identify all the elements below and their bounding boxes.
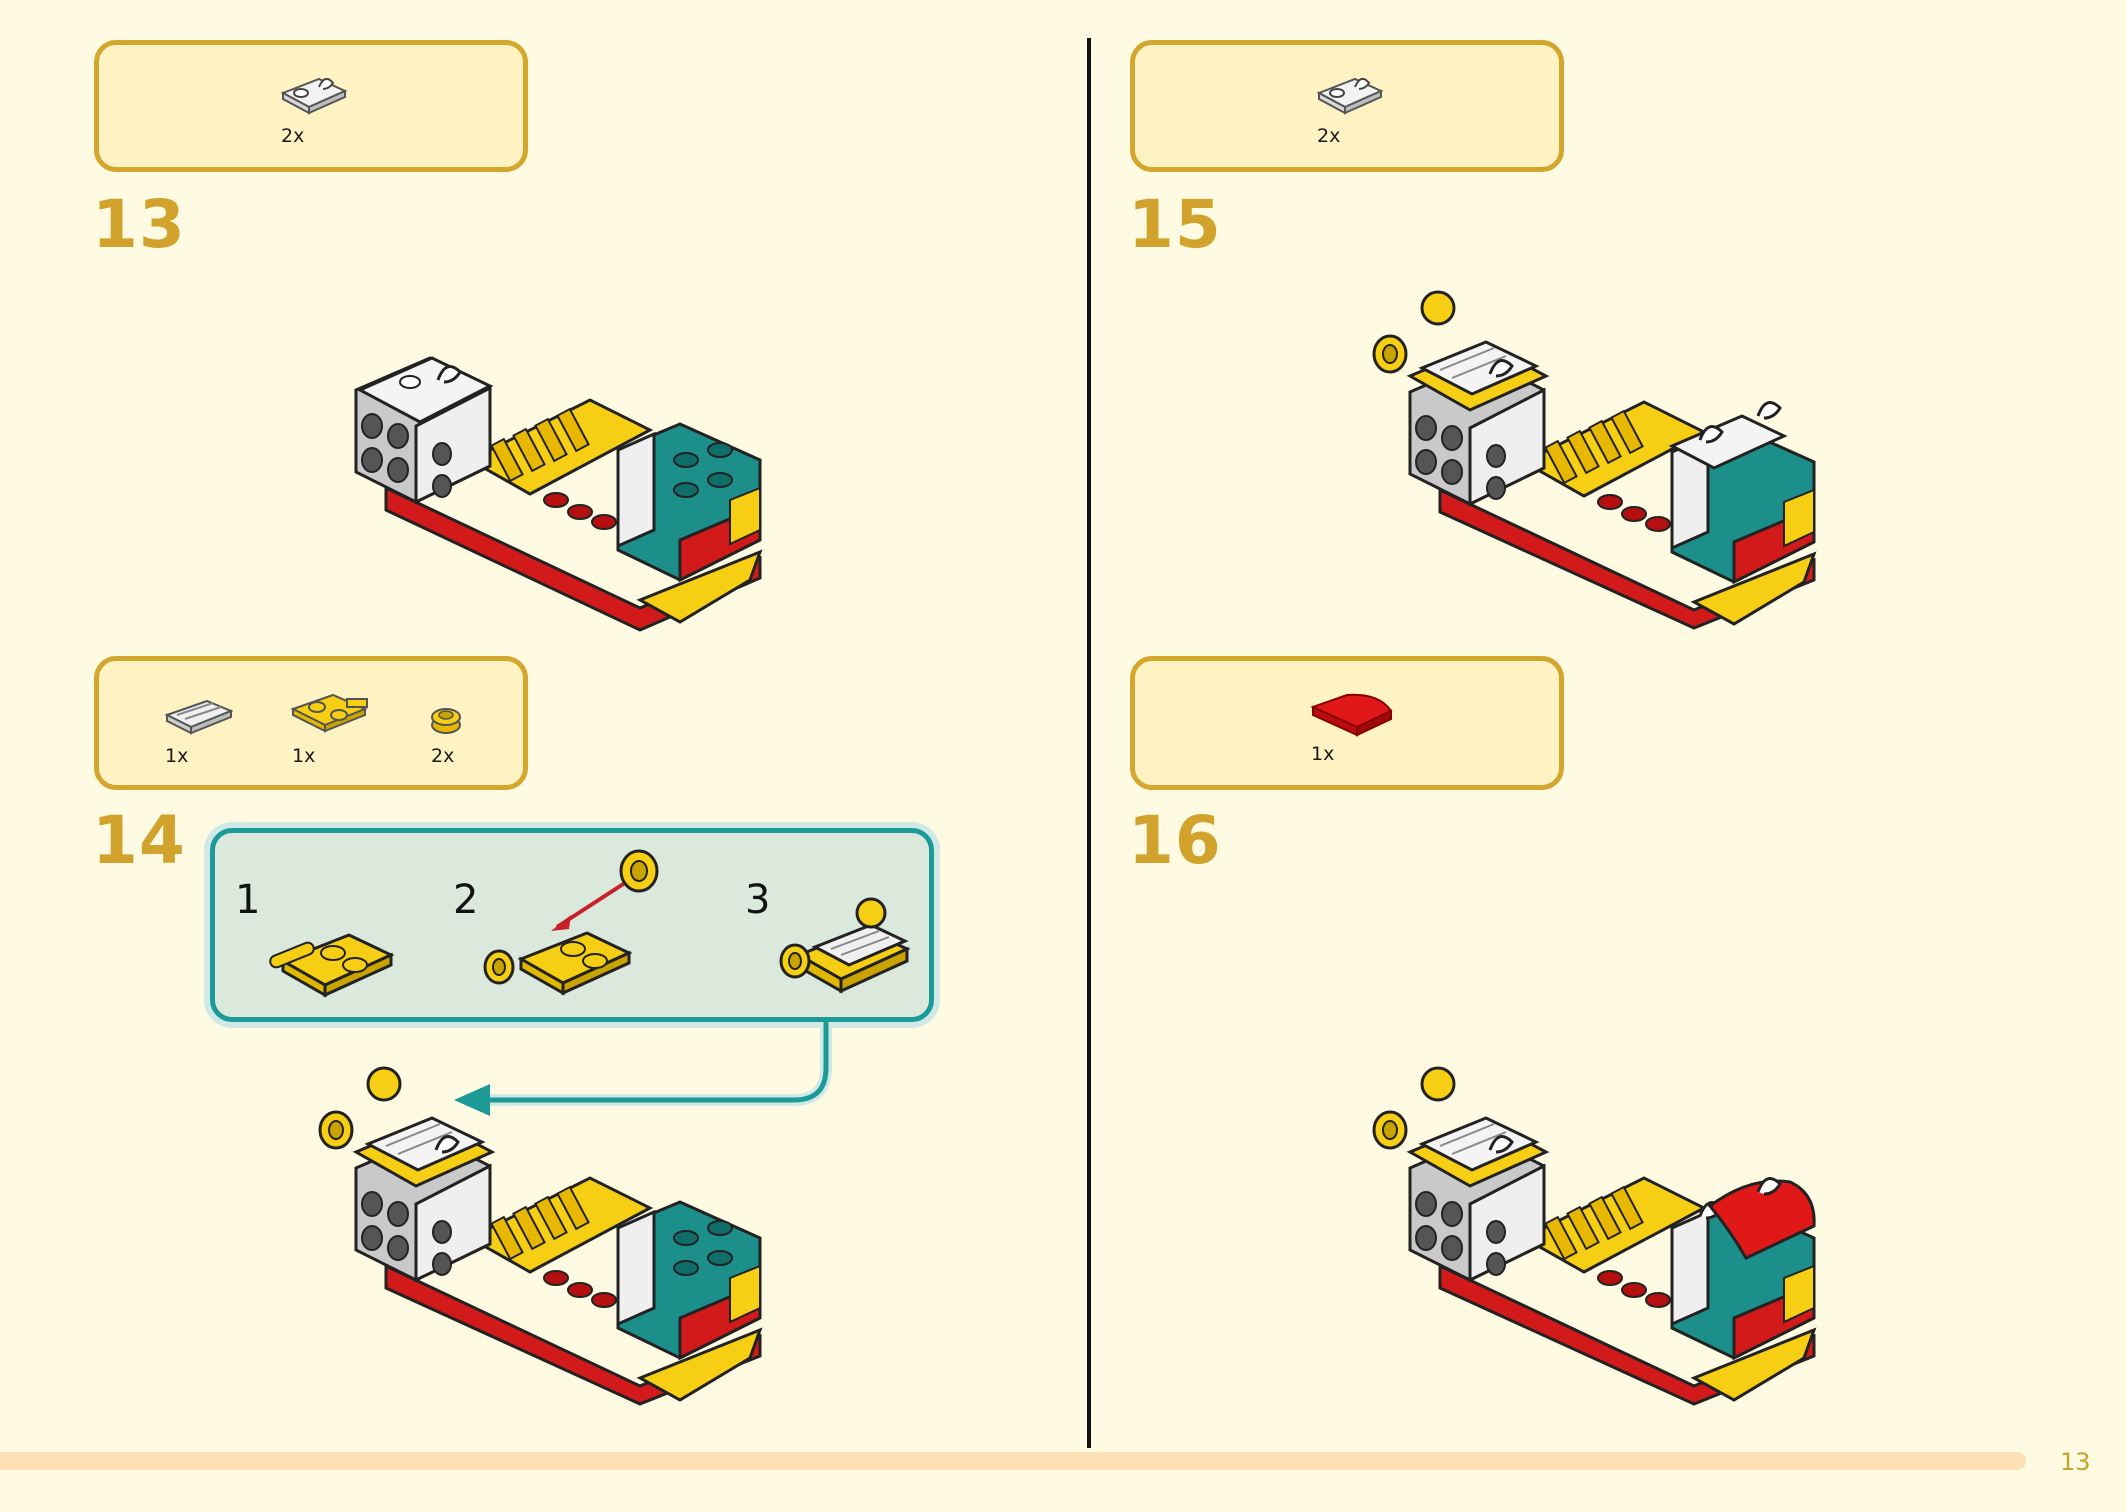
substep-2-part-illustration: [483, 849, 659, 996]
step-15-model-illustration: [1372, 290, 1817, 630]
red-curved-slope-icon: [1310, 693, 1393, 737]
footer-bar: [0, 1452, 2026, 1470]
substep-number: 2: [453, 877, 479, 923]
substep-number: 3: [745, 877, 771, 923]
part-quantity: 2x: [281, 125, 305, 147]
part-quantity: 2x: [431, 745, 455, 767]
substep-1-part-illustration: [269, 933, 395, 998]
step-15-parts-callout: 2x: [1130, 40, 1564, 172]
subassembly-arrow: [454, 1022, 832, 1116]
step-14-parts-callout: 1x 1x 2x: [94, 656, 528, 790]
white-clip-plate-icon: [280, 77, 348, 115]
step-number: 16: [1128, 802, 1222, 879]
part-quantity: 1x: [1311, 743, 1335, 765]
white-grille-tile-icon: [164, 699, 234, 735]
page-number: 13: [2060, 1448, 2091, 1476]
step-number: 14: [92, 802, 186, 879]
step-13-parts-callout: 2x: [94, 40, 528, 172]
part-quantity: 1x: [292, 745, 316, 767]
yellow-bar-holder-plate-icon: [290, 693, 368, 733]
step-14-model-illustration: [318, 1066, 763, 1406]
part-quantity: 2x: [1317, 125, 1341, 147]
white-clip-plate-icon: [1316, 77, 1384, 115]
substep-3-part-illustration: [779, 897, 911, 994]
part-quantity: 1x: [165, 745, 189, 767]
page-divider: [1087, 38, 1091, 1448]
subassembly-panel: 1 2 3: [210, 828, 934, 1022]
step-number: 15: [1128, 186, 1222, 263]
step-16-model-illustration: [1372, 1066, 1817, 1406]
substep-number: 1: [235, 877, 261, 923]
step-number: 13: [92, 186, 186, 263]
yellow-round-stud-icon: [431, 708, 461, 734]
step-13-model-illustration: [354, 356, 763, 632]
step-16-parts-callout: 1x: [1130, 656, 1564, 790]
